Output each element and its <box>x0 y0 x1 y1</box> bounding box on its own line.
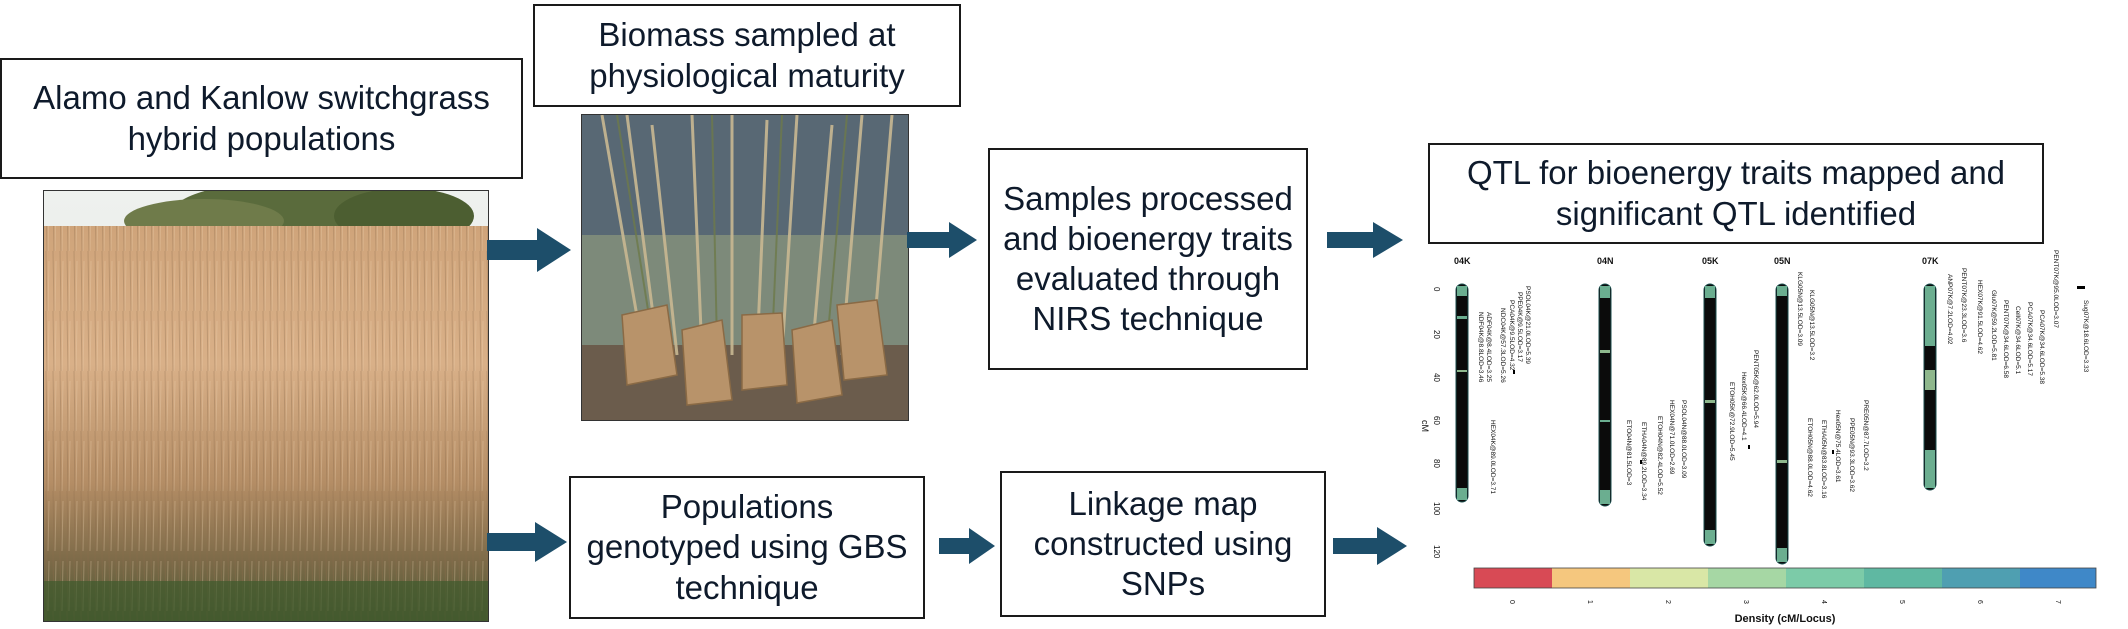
qtl-label: PPE04K@9.5LOD=3.17 <box>1516 292 1523 362</box>
box-linkage: Linkage map constructed using SNPs <box>1000 471 1326 617</box>
qtl-label: PCA07K@34.6LOD=5.38 <box>2038 310 2045 384</box>
qtl-label: KLG05N@13.5LOD=3.09 <box>1796 272 1803 346</box>
legend-tick: 0 <box>1508 600 1515 604</box>
box-qtl-title: QTL for bioenergy traits mapped and sign… <box>1428 143 2044 244</box>
legend-title: Density (cM/Locus) <box>1735 613 1836 625</box>
legend-tick: 5 <box>1898 600 1905 604</box>
arrow-linkage-to-qtl <box>1333 527 1407 565</box>
qtl-label: KLG05N@13.5LOD=3.2 <box>1808 290 1815 361</box>
qtl-label: PSOL04K@21.0LOD=5.39 <box>1524 286 1531 364</box>
qtl-label: PSOL04N@88.0LOD=3.09 <box>1680 400 1687 479</box>
legend-tick: 4 <box>1820 600 1827 604</box>
qtl-label: Hex05K@66.4LOD=4.1 <box>1740 372 1747 441</box>
qtl-label: PRE05N@87.7LOD=3.2 <box>1862 400 1869 471</box>
switchgrass-field-photo <box>43 190 489 622</box>
qtl-label: HEX07K@91.5LOD=4.62 <box>1976 280 1983 354</box>
qtl-label: ETOH04N@82.4LOD=5.52 <box>1656 416 1663 495</box>
biomass-bundles-photo <box>581 114 909 421</box>
qtl-label: PENT07K@23.3LOD=3.6 <box>1960 268 1967 343</box>
box-biomass: Biomass sampled at physiological maturit… <box>533 4 961 107</box>
y-tick: 0 <box>1432 287 1441 292</box>
y-tick: 40 <box>1432 373 1441 382</box>
chrom-label: 05K <box>1702 256 1719 266</box>
chromosome-bar <box>1455 283 1469 503</box>
legend-tick: 6 <box>1976 600 1983 604</box>
arrow-genotyped-to-linkage <box>939 528 995 564</box>
qtl-label: ETO04N@81.5LOD=3 <box>1625 420 1632 486</box>
qtl-label: PENT07K@95.0LOD=3.07 <box>2052 250 2059 328</box>
qtl-label: HEX04N@71.0LOD=2.69 <box>1668 400 1675 475</box>
y-tick: 100 <box>1432 502 1441 516</box>
qtl-label: PCA04K@9.5LOD=4.32 <box>1508 300 1515 371</box>
chrom-label: 05N <box>1774 256 1791 266</box>
qtl-label: Sug07K@18.6LOD=3.33 <box>2082 300 2089 373</box>
qtl-label: PPE05N@93.3LOD=3.62 <box>1848 418 1855 492</box>
qtl-label: HEX04K@89.0LOD=3.71 <box>1489 420 1496 494</box>
chromosome-bar <box>1703 283 1717 547</box>
box-samples: Samples processed and bioenergy traits e… <box>988 148 1308 370</box>
y-tick: 80 <box>1432 459 1441 468</box>
arrow-samples-to-qtl <box>1327 222 1403 258</box>
chromosome-bar <box>1775 283 1789 565</box>
y-tick: 20 <box>1432 330 1441 339</box>
arrow-photo-to-biomass <box>487 228 571 272</box>
qtl-label: NDF04K@8.8LOD=3.46 <box>1477 312 1484 383</box>
qtl-label: Cell07K@34.6LOD=5.1 <box>2014 306 2021 375</box>
qtl-map: cM 0 20 40 60 80 100 120 04K 04N 05K 05N… <box>1420 250 2097 625</box>
legend-tick: 2 <box>1664 600 1671 604</box>
legend-tick: 3 <box>1742 600 1749 604</box>
density-legend: 0 1 2 3 4 5 6 7 Density (cM/Locus) <box>1473 567 2097 625</box>
arrow-photo-to-genotyped <box>487 522 567 562</box>
qtl-label: ETHA04N@89.2LOD=3.34 <box>1640 422 1647 501</box>
qtl-label: ADF04K@8.4LOD=3.25 <box>1485 312 1492 382</box>
box-populations: Alamo and Kanlow switchgrass hybrid popu… <box>0 58 523 179</box>
qtl-label: Glu07K@59.2LOD=5.81 <box>1990 290 1997 361</box>
qtl-label: ETOH05N@88.0LOD=4.62 <box>1806 418 1813 497</box>
y-tick: 120 <box>1432 545 1441 559</box>
box-genotyped: Populations genotyped using GBS techniqu… <box>569 476 925 619</box>
qtl-label: NDC04K@57.3LOD=5.26 <box>1499 308 1506 383</box>
qtl-label: PENT07K@34.6LOD=6.58 <box>2002 300 2009 378</box>
legend-tick: 1 <box>1586 600 1593 604</box>
qtl-label: ETHA05N@83.8LOD=3.16 <box>1820 420 1827 499</box>
legend-tick: 7 <box>2054 600 2061 604</box>
chromosome-bar <box>1598 283 1612 507</box>
chrom-label: 04K <box>1454 256 1471 266</box>
y-axis-ticks: 0 20 40 60 80 100 120 <box>1432 287 1441 559</box>
chrom-label: 04N <box>1597 256 1614 266</box>
y-tick: 60 <box>1432 416 1441 425</box>
y-axis-label: cM <box>1420 420 1430 432</box>
chrom-label: 07K <box>1922 256 1939 266</box>
qtl-label: ANP07K@7.2LOD=4.02 <box>1946 274 1953 345</box>
qtl-label: Hex05N@75.4LOD=3.61 <box>1834 410 1841 483</box>
qtl-label: ETOH05K@72.9LOD=5.45 <box>1728 382 1735 461</box>
arrow-biomass-to-samples <box>907 222 977 258</box>
qtl-label: PCA07K@34.6LOD=5.17 <box>2026 302 2033 376</box>
qtl-label: PENT05K@62.0LOD=5.94 <box>1752 350 1759 428</box>
